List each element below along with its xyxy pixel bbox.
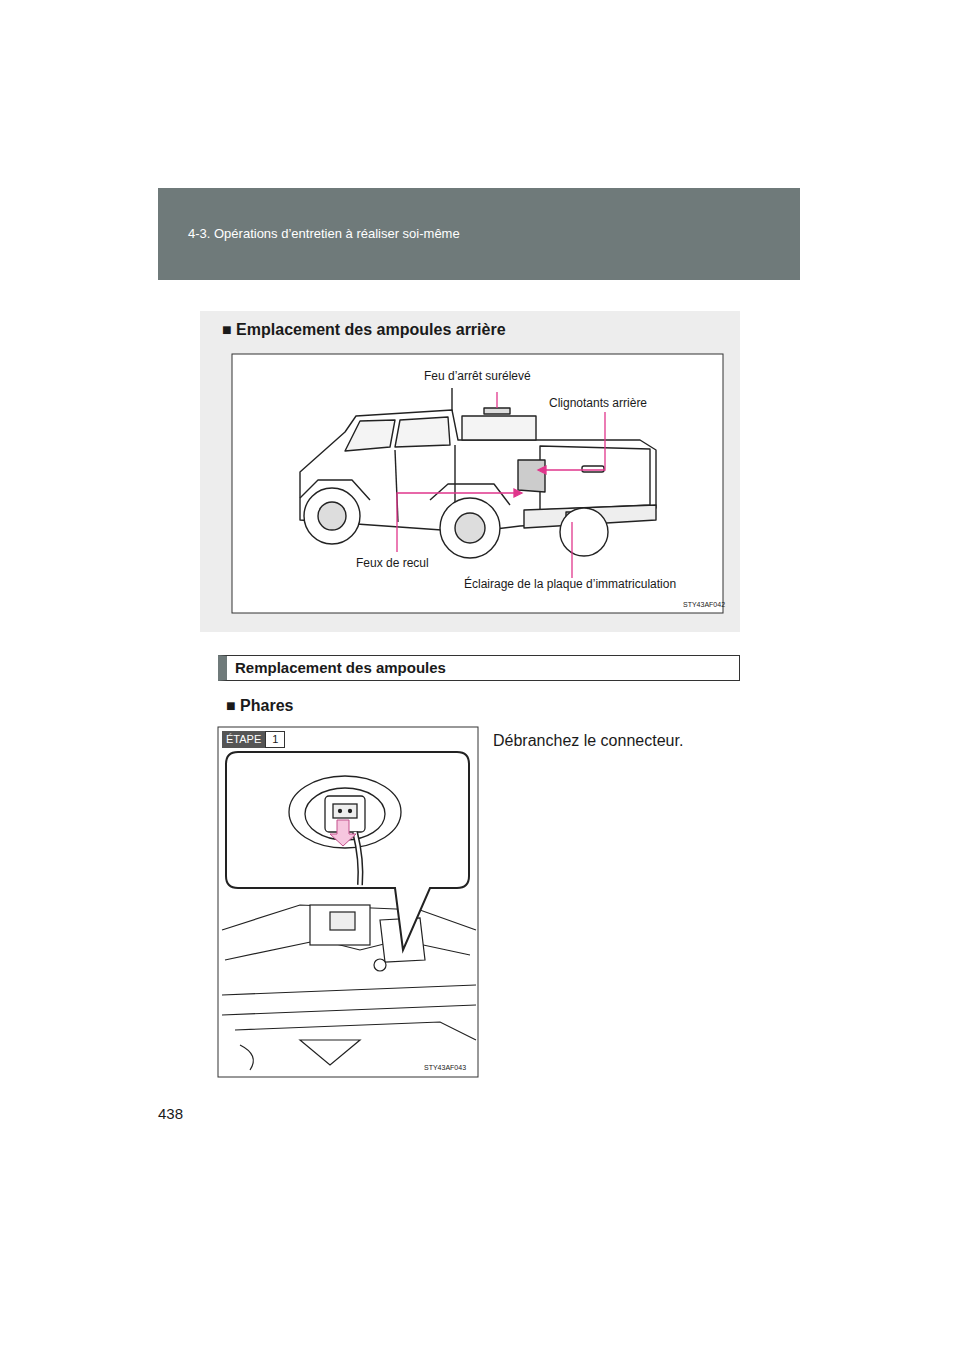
instruction-text: Débranchez le connecteur. (493, 732, 683, 750)
section-heading-box: Remplacement des ampoules (218, 655, 740, 681)
panel-heading: ■ Emplacement des ampoules arrière (200, 311, 740, 351)
engine-bay-drawing (222, 905, 476, 1070)
callout-label: Feux de recul (356, 556, 429, 570)
box-text: ÉTAPE (222, 731, 265, 748)
callout-label: Feu d’arrêt surélevé (424, 369, 531, 383)
box-text: ■ Emplacement des ampoules arrière (222, 321, 506, 338)
panel-ground (200, 311, 740, 632)
page-number: 438 (158, 1105, 183, 1122)
box-text: 1 (265, 731, 285, 748)
truck-drawing (300, 388, 656, 558)
box-text: Remplacement des ampoules (235, 659, 446, 676)
figure-code: STY43AF042 (683, 601, 725, 608)
box-text: 4-3. Opérations d’entretien à réaliser s… (188, 226, 460, 241)
header-band: 4-3. Opérations d’entretien à réaliser s… (158, 188, 800, 280)
figure-frame (232, 354, 723, 613)
callout-label: Clignotants arrière (549, 396, 647, 410)
direction-arrow (330, 820, 356, 846)
leader-lines (397, 392, 605, 578)
callout-label: Éclairage de la plaque d’immatriculation (464, 577, 676, 591)
step-badge: ÉTAPE1 (222, 731, 285, 748)
figure-frame (218, 727, 478, 1077)
figure-code: STY43AF043 (424, 1064, 466, 1071)
callout-bubble (226, 752, 469, 950)
headlamp-bulb-drawing (289, 776, 401, 885)
subheading: ■ Phares (226, 697, 293, 715)
